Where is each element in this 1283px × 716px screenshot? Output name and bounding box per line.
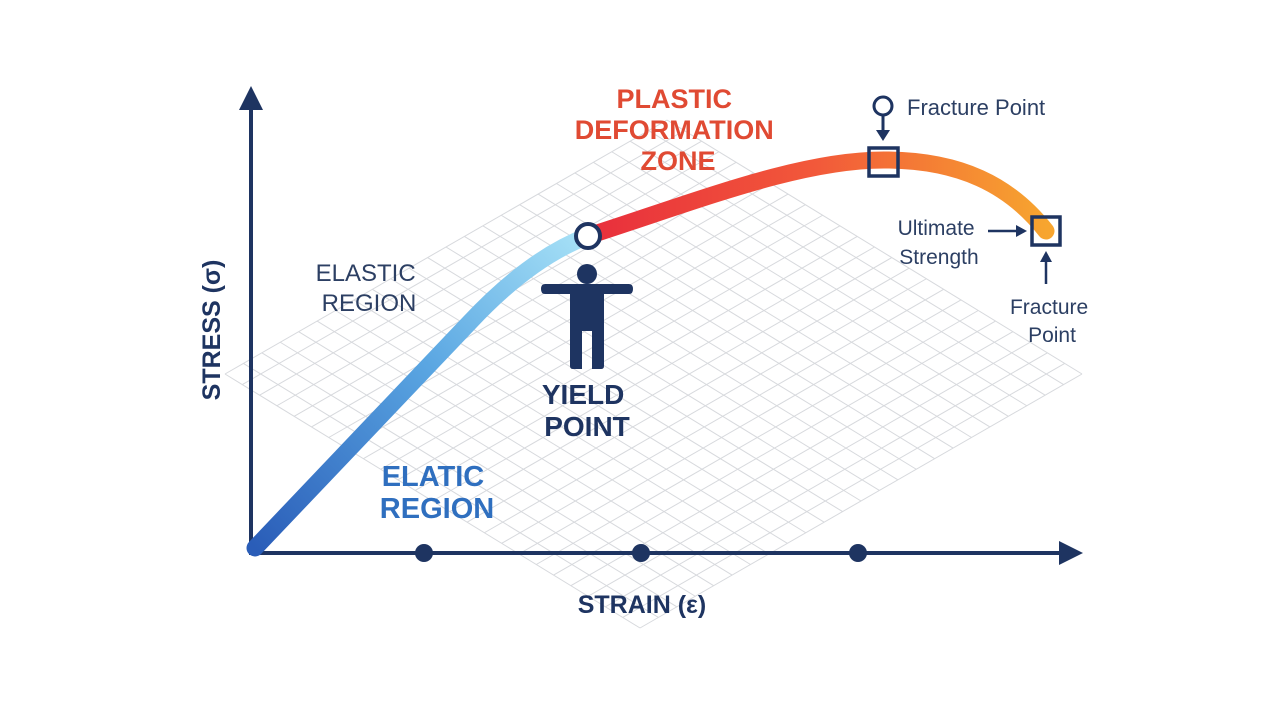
x-axis-tick-dot (415, 544, 433, 562)
x-axis-tick-dot (632, 544, 650, 562)
y-axis (239, 86, 263, 553)
grid-line (414, 235, 858, 491)
x-axis (249, 541, 1083, 565)
y-axis-arrow-icon (239, 86, 263, 110)
ultimate-strength-marker (867, 146, 900, 178)
grid-line (648, 130, 1064, 386)
x-axis-label: STRAIN (ε) (578, 591, 707, 619)
y-axis-label: STRESS (σ) (198, 260, 226, 401)
elastic-region-upper-label: ELASTIC REGION (316, 260, 423, 317)
grid-line (276, 151, 720, 407)
ultimate-strength-label: Ultimate Strength (898, 217, 981, 269)
yield-point-label: YIELD POINT (542, 379, 632, 442)
fracture-point-arrow-icon (1040, 251, 1052, 284)
grid-line (259, 140, 702, 396)
grid-line (666, 119, 1083, 375)
fracture-point-marker (1030, 215, 1062, 247)
elastic-curve-segment (246, 227, 597, 557)
ultimate-strength-arrow-icon (988, 225, 1027, 237)
plastic-zone-label: PLASTIC DEFORMATION ZONE (575, 84, 782, 176)
fracture-point-top-label: Fracture Point (907, 95, 1045, 120)
pin-icon (872, 95, 894, 141)
grid-line (611, 151, 1028, 407)
grid-line (629, 140, 1046, 396)
elastic-region-lower-label: ELATIC REGION (380, 461, 494, 525)
fracture-point-right-label: Fracture Point (1010, 296, 1094, 347)
yield-point-marker (574, 222, 602, 250)
grid-line (242, 130, 685, 386)
x-axis-tick-dot (849, 544, 867, 562)
grid-line (593, 161, 1009, 417)
x-axis-arrow-icon (1059, 541, 1083, 565)
grid-line (224, 119, 668, 375)
person-icon (541, 264, 633, 369)
